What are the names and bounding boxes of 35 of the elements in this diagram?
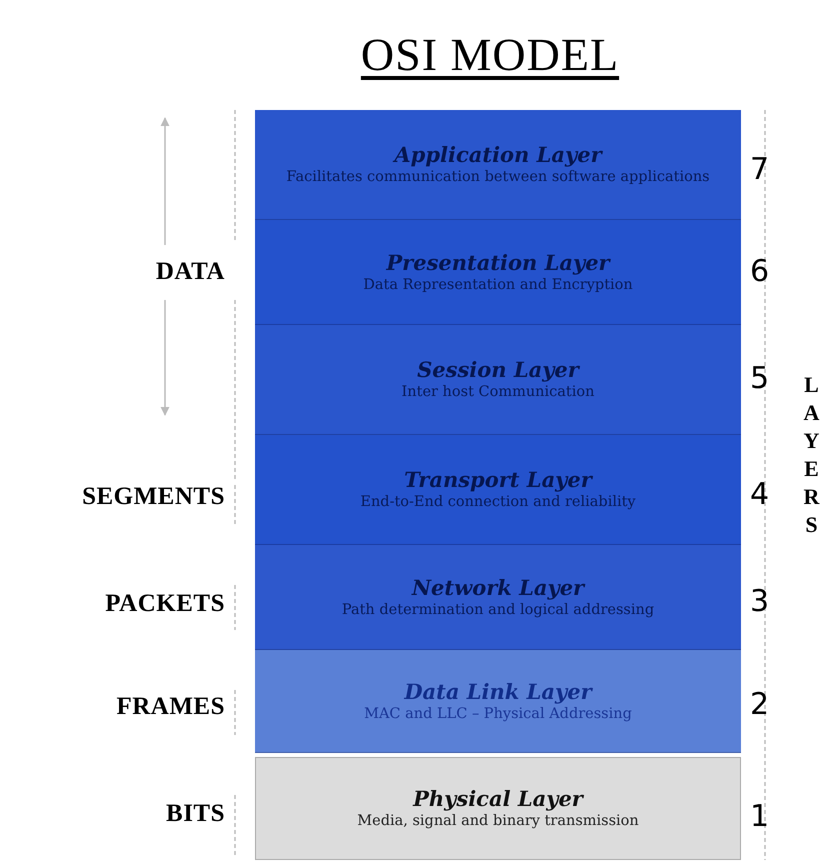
layer-description: Data Representation and Encryption bbox=[362, 276, 634, 294]
layer-description: Inter host Communication bbox=[400, 383, 596, 402]
layer-description: Facilitates communication between software applications bbox=[285, 168, 711, 187]
side-label: PACKETS bbox=[105, 590, 225, 618]
layer-box bbox=[255, 650, 741, 753]
layer-box bbox=[255, 325, 741, 435]
layer-title: Session Layer bbox=[417, 357, 579, 383]
layer-title: Application Layer bbox=[394, 142, 602, 168]
side-label: DATA bbox=[156, 258, 225, 286]
side-label: SEGMENTS bbox=[82, 483, 225, 511]
layer-title: Presentation Layer bbox=[386, 250, 610, 276]
layer-description: End-to-End connection and reliability bbox=[359, 493, 637, 512]
layer-box bbox=[255, 110, 741, 220]
layer-box bbox=[255, 757, 741, 860]
layer-number: 4 bbox=[750, 478, 770, 512]
layer-description: Media, signal and binary transmission bbox=[356, 812, 640, 831]
layer-number: 7 bbox=[750, 153, 770, 187]
layer-number: 1 bbox=[750, 800, 770, 834]
layer-title: Data Link Layer bbox=[404, 678, 592, 704]
layer-box bbox=[255, 435, 741, 545]
diagram-title: OSI MODEL bbox=[360, 28, 620, 81]
layer-box bbox=[255, 545, 741, 650]
layer-number: 3 bbox=[750, 585, 770, 619]
layer-description: MAC and LLC – Physical Addressing bbox=[363, 704, 633, 724]
side-label: BITS bbox=[166, 800, 225, 828]
layer-number: 6 bbox=[750, 255, 770, 289]
layer-description: Path determination and logical addressing bbox=[340, 600, 656, 620]
side-label: FRAMES bbox=[116, 693, 225, 721]
layer-number: 2 bbox=[750, 688, 770, 722]
vertical-label: LAYERS bbox=[798, 372, 824, 540]
layer-number: 5 bbox=[750, 362, 770, 396]
layer-title: Network Layer bbox=[412, 574, 584, 600]
layer-box bbox=[255, 220, 741, 325]
layer-title: Transport Layer bbox=[404, 467, 592, 493]
layer-title: Physical Layer bbox=[413, 786, 583, 812]
